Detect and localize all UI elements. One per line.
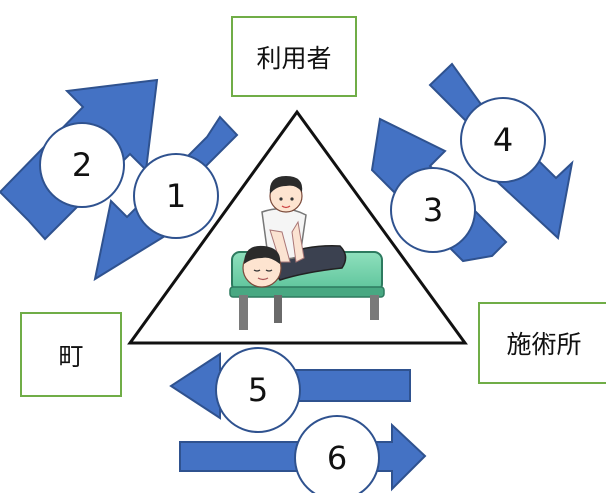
node-user: 利用者	[231, 16, 357, 97]
step-label-1: 1	[166, 177, 186, 215]
node-user-label: 利用者	[256, 43, 332, 73]
step-label-3: 3	[423, 191, 443, 229]
step-circle-3	[390, 167, 476, 253]
step-circle-4	[460, 97, 546, 183]
node-clinic: 施術所	[478, 302, 606, 384]
massage-treatment-illustration	[229, 176, 385, 330]
step-circle-2	[39, 122, 125, 208]
step-circle-6	[294, 415, 380, 493]
step-circle-1	[133, 153, 219, 239]
step-label-2: 2	[72, 146, 92, 184]
step-circle-5	[215, 347, 301, 433]
node-clinic-label: 施術所	[506, 330, 582, 359]
step-label-6: 6	[327, 439, 347, 477]
node-town-label: 町	[58, 341, 84, 371]
step-label-4: 4	[493, 121, 513, 159]
step-label-5: 5	[248, 371, 268, 409]
node-town: 町	[20, 312, 122, 397]
